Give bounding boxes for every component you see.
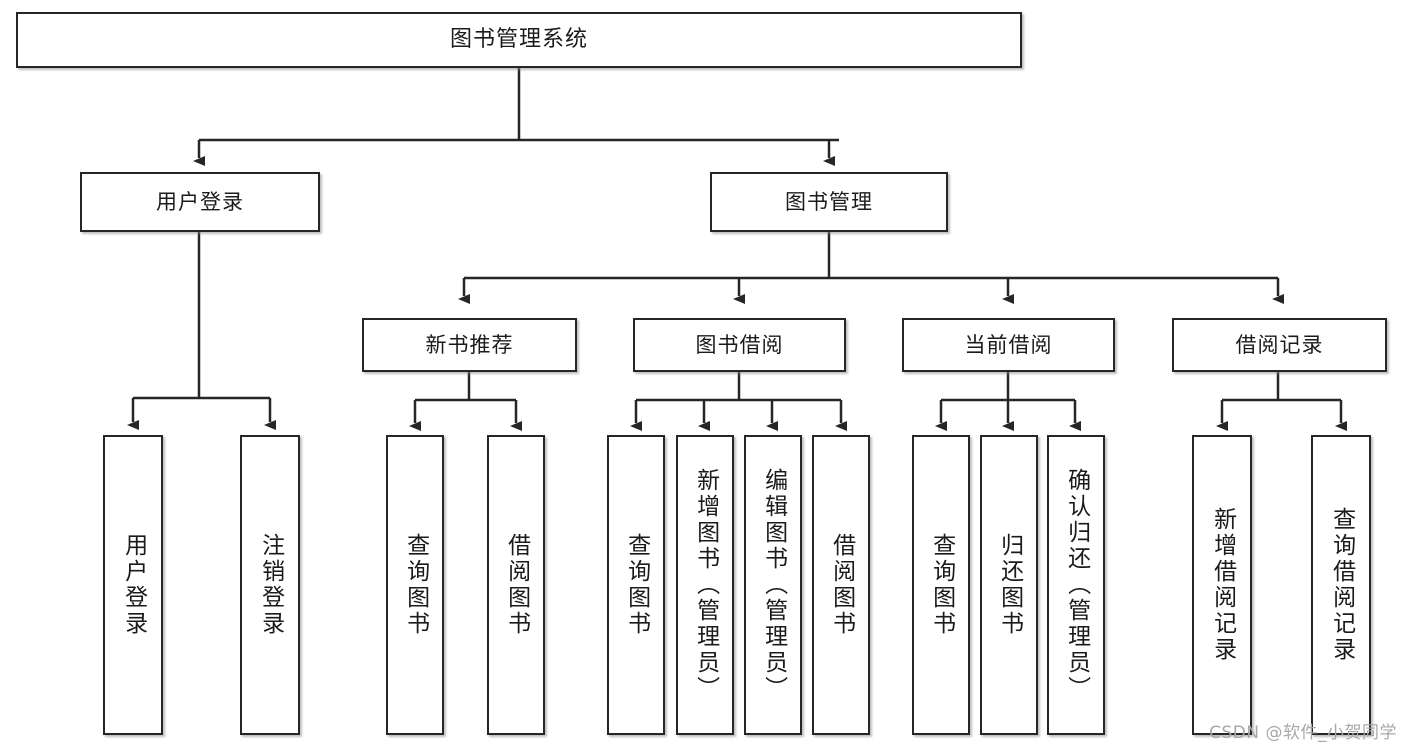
node-leaf-return-book[interactable]: 归还图书 xyxy=(980,435,1038,735)
node-label: 图书借阅 xyxy=(695,332,784,357)
node-label: 当前借阅 xyxy=(964,332,1053,357)
node-label: 查询图书 xyxy=(402,533,429,637)
node-leaf-add-record[interactable]: 新增借阅记录 xyxy=(1192,435,1252,735)
node-new-book-rec[interactable]: 新书推荐 xyxy=(362,318,577,372)
node-leaf-confirm-return[interactable]: 确认归还（管理员） xyxy=(1047,435,1105,735)
node-leaf-add-book[interactable]: 新增图书（管理员） xyxy=(676,435,734,735)
node-label: 查询图书 xyxy=(928,533,955,637)
node-leaf-query-book-2[interactable]: 查询图书 xyxy=(607,435,665,735)
node-borrow-record[interactable]: 借阅记录 xyxy=(1172,318,1387,372)
node-label: 借阅图书 xyxy=(503,533,530,637)
node-leaf-query-book-3[interactable]: 查询图书 xyxy=(912,435,970,735)
watermark-text: CSDN @软件_小贺同学 xyxy=(1209,723,1397,743)
node-label: 图书管理系统 xyxy=(449,27,588,53)
node-label: 新增借阅记录 xyxy=(1209,507,1236,663)
node-label: 用户登录 xyxy=(156,189,244,214)
node-leaf-borrow-book-2[interactable]: 借阅图书 xyxy=(812,435,870,735)
node-label: 用户登录 xyxy=(120,533,147,637)
node-book-manage[interactable]: 图书管理 xyxy=(710,172,948,232)
node-leaf-borrow-book-1[interactable]: 借阅图书 xyxy=(487,435,545,735)
node-label: 查询借阅记录 xyxy=(1328,507,1355,663)
node-label: 归还图书 xyxy=(996,533,1023,637)
node-label: 新书推荐 xyxy=(425,332,514,357)
node-user-login[interactable]: 用户登录 xyxy=(80,172,320,232)
node-book-borrow[interactable]: 图书借阅 xyxy=(633,318,846,372)
node-leaf-query-book-1[interactable]: 查询图书 xyxy=(386,435,444,735)
node-label: 编辑图书（管理员） xyxy=(760,468,787,702)
node-label: 借阅图书 xyxy=(828,533,855,637)
node-label: 查询图书 xyxy=(623,533,650,637)
node-leaf-logout[interactable]: 注销登录 xyxy=(240,435,300,735)
node-label: 新增图书（管理员） xyxy=(692,468,719,702)
node-current-borrow[interactable]: 当前借阅 xyxy=(902,318,1115,372)
node-label: 借阅记录 xyxy=(1235,332,1324,357)
node-root-system[interactable]: 图书管理系统 xyxy=(16,12,1022,68)
node-leaf-query-record[interactable]: 查询借阅记录 xyxy=(1311,435,1371,735)
node-leaf-edit-book[interactable]: 编辑图书（管理员） xyxy=(744,435,802,735)
node-label: 确认归还（管理员） xyxy=(1063,468,1090,702)
node-label: 注销登录 xyxy=(257,533,284,637)
node-leaf-user-login[interactable]: 用户登录 xyxy=(103,435,163,735)
node-label: 图书管理 xyxy=(785,189,873,214)
